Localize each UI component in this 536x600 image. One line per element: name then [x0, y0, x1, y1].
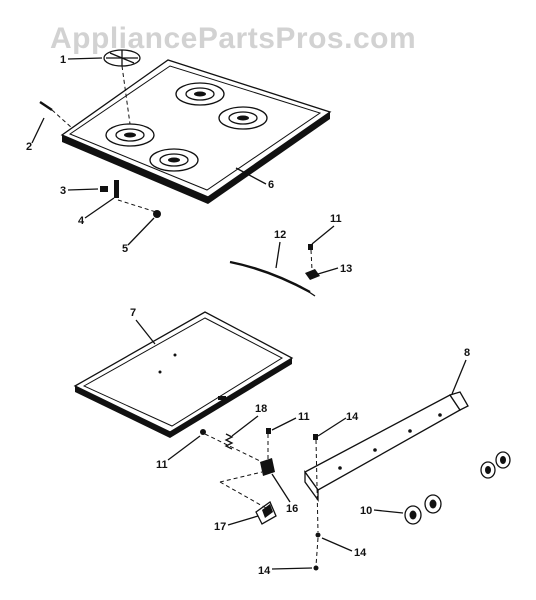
clip-part [100, 186, 108, 192]
callout-11-left: 11 [156, 459, 168, 471]
callout-12: 12 [274, 229, 286, 241]
tube-part [229, 260, 316, 297]
callout-13: 13 [340, 263, 352, 275]
callout-1: 1 [60, 54, 66, 66]
fastener-13 [305, 269, 320, 280]
burner-front-right [218, 106, 268, 130]
watermark: AppliancePartsPros.com [50, 22, 416, 55]
screw-14-upper [313, 434, 318, 440]
callout-14-right: 14 [354, 547, 367, 559]
knob-part [404, 451, 511, 525]
callout-17: 17 [214, 521, 226, 533]
callout-6: 6 [268, 179, 274, 191]
bottom-panel-part [73, 311, 294, 438]
callout-4: 4 [78, 215, 85, 227]
burner-grate-part [103, 49, 141, 125]
screw-11-mid [266, 428, 271, 434]
callout-14-bottom: 14 [258, 565, 271, 577]
screw-11-left [200, 429, 206, 435]
callout-16: 16 [286, 503, 298, 515]
callout-8: 8 [464, 347, 470, 359]
callout-14-upper: 14 [346, 411, 359, 423]
callout-11-mid: 11 [298, 411, 310, 423]
cooktop-part [60, 59, 332, 204]
callout-11-top: 11 [330, 213, 342, 225]
bracket-part [114, 180, 119, 198]
screw-14-lower [313, 532, 321, 571]
spring-18 [224, 433, 234, 450]
front-rail-part [304, 391, 469, 503]
callout-2: 2 [26, 141, 32, 153]
callout-5: 5 [122, 243, 128, 255]
screw-part [39, 101, 73, 129]
burner-front-left [149, 148, 199, 172]
screw-11-top [308, 244, 313, 250]
burner-rear-right [175, 82, 225, 106]
callout-7: 7 [130, 307, 136, 319]
callout-18: 18 [255, 403, 267, 415]
callout-10: 10 [360, 505, 372, 517]
callout-3: 3 [60, 185, 66, 197]
hinge-16 [260, 458, 275, 476]
burner-rear-left [105, 123, 155, 147]
bracket-17 [255, 501, 277, 525]
callouts: 1 2 3 4 5 6 7 8 10 11 11 11 12 13 14 14 [26, 54, 470, 577]
